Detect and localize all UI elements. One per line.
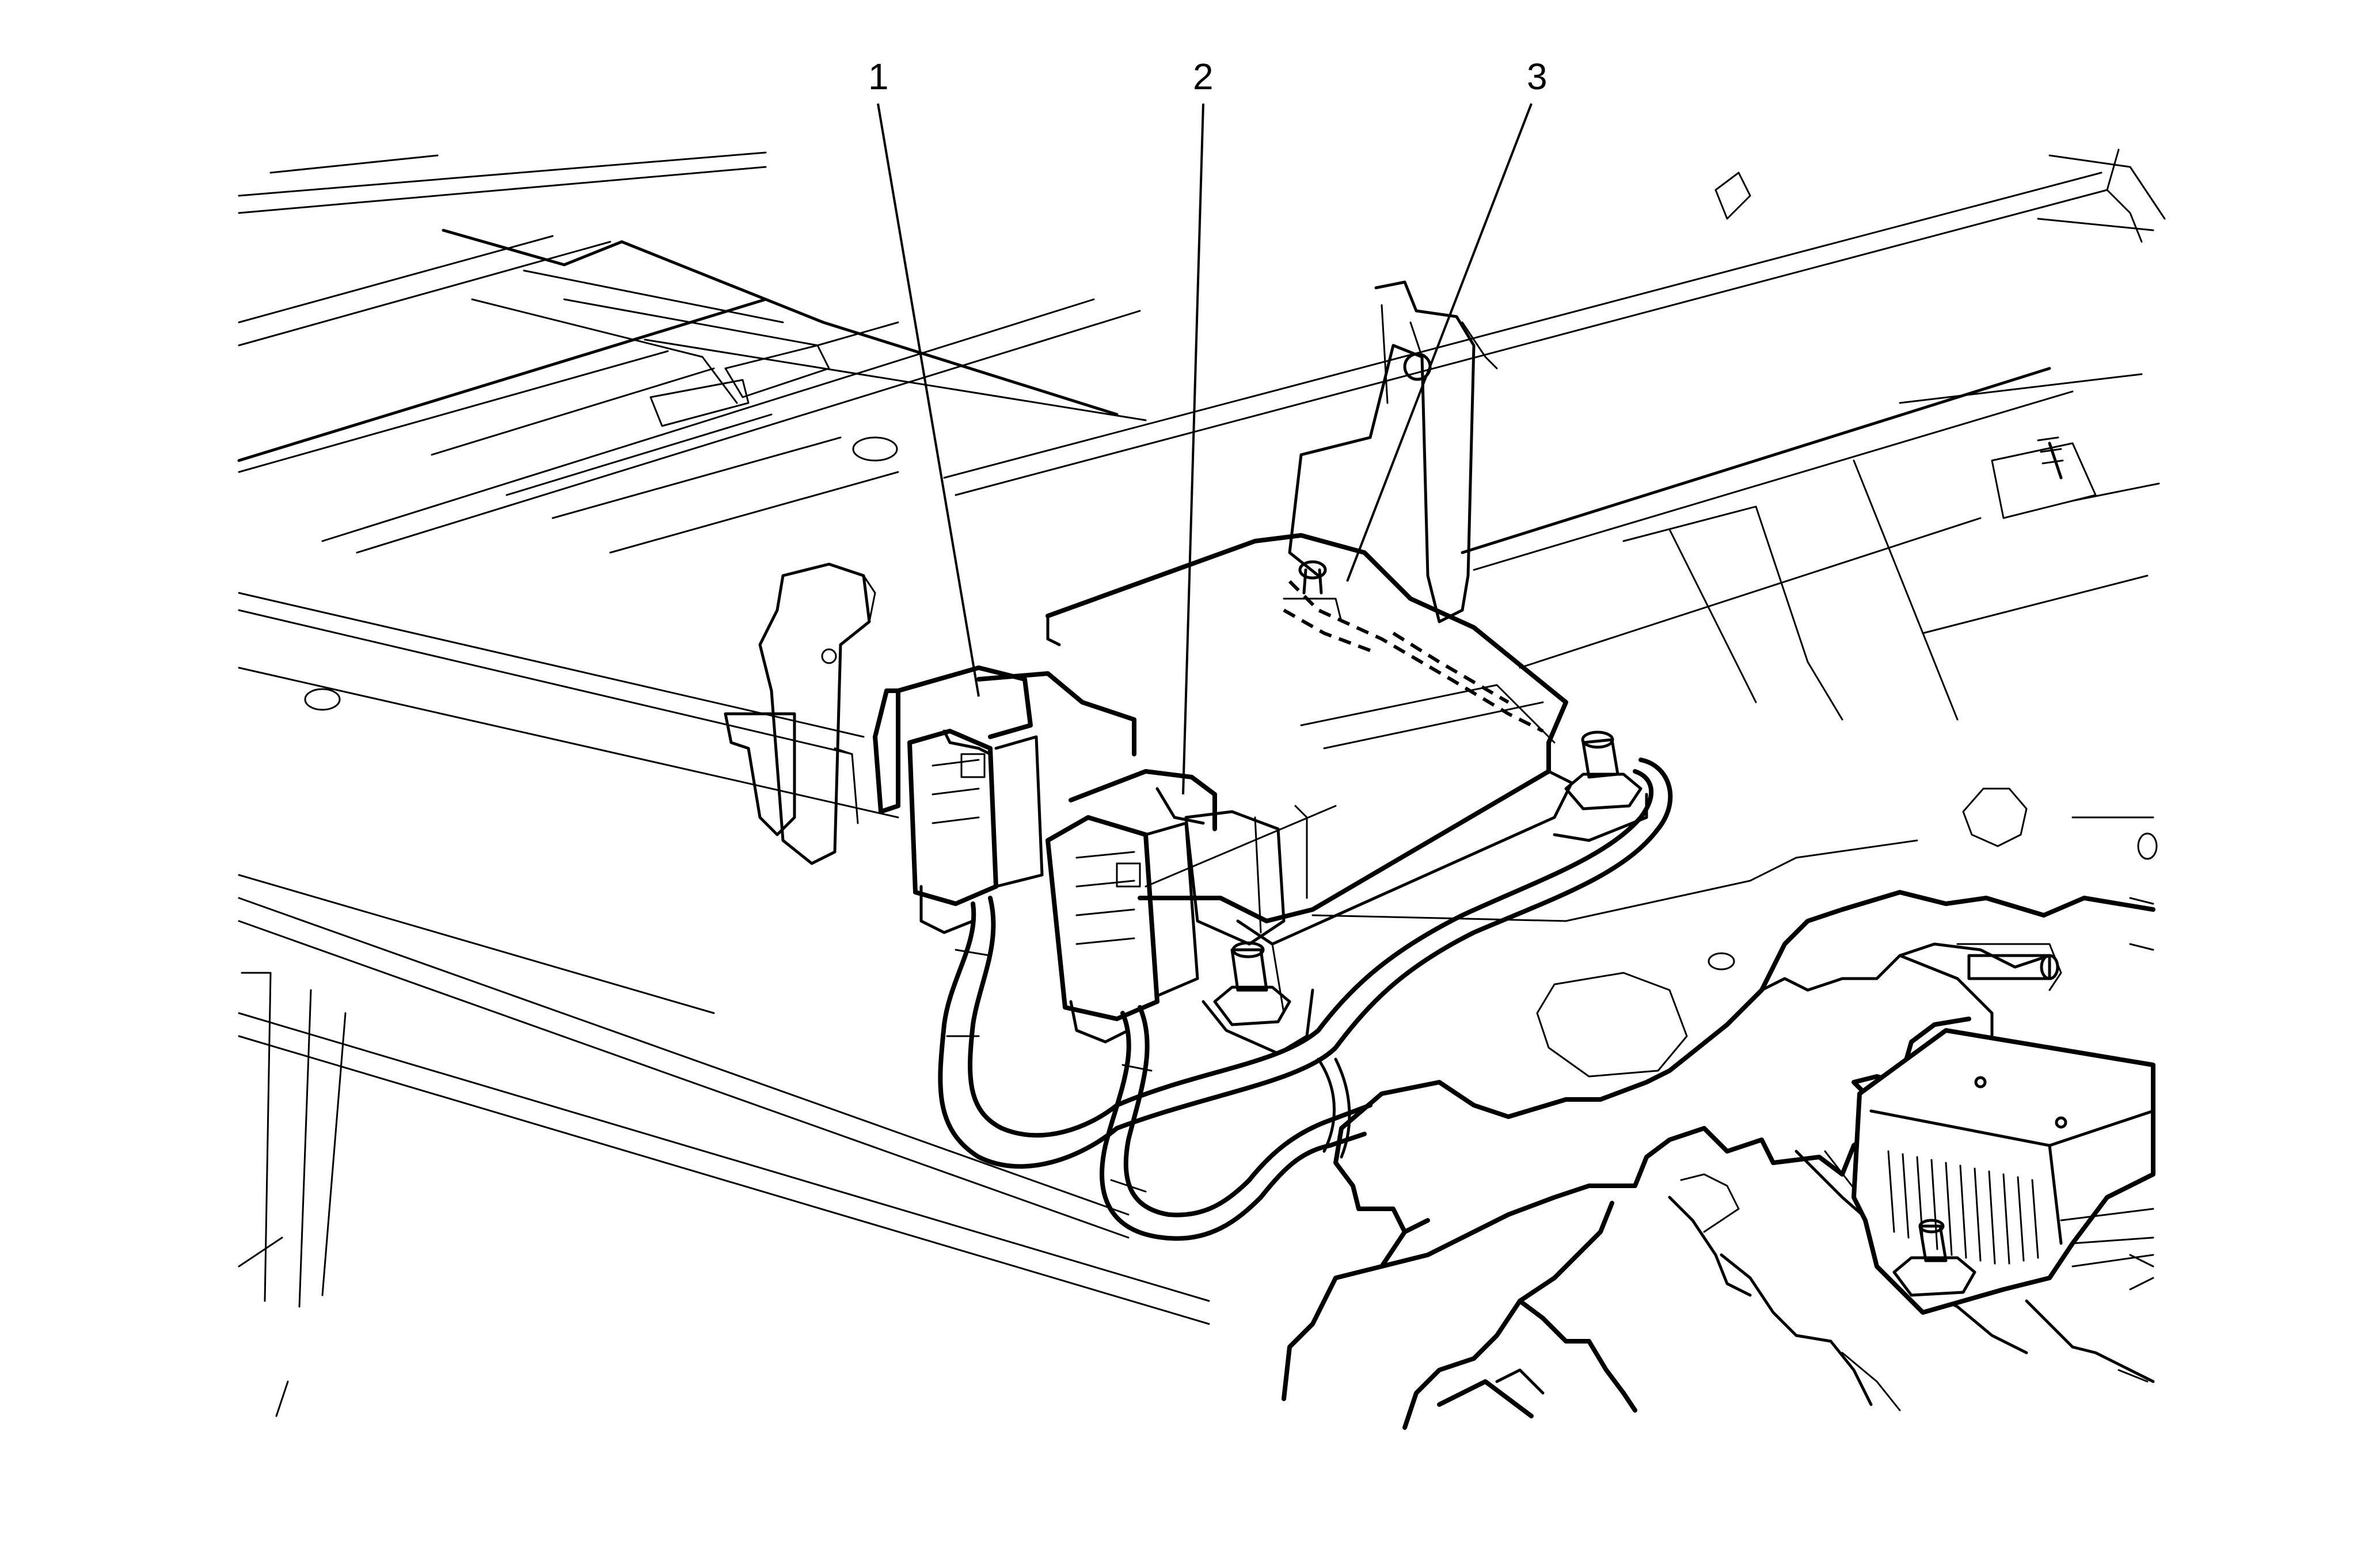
callouts: 1 2 3 [868,56,1548,795]
left-mounting-bracket [724,562,876,865]
callout-2-label: 2 [1193,56,1214,97]
callout-2: 2 [1182,56,1214,795]
callout-1-leader [877,103,980,697]
floor-panel [237,149,2166,1417]
connector-2 [1045,769,1217,1044]
sensing-diagnostic-module [1045,533,1648,1055]
wiring-harness [938,758,1673,1241]
callout-3-leader [1346,103,1533,582]
callout-2-leader [1182,103,1204,795]
connector-1 [873,665,1136,934]
callout-3: 3 [1346,56,1548,582]
callout-3-label: 3 [1527,56,1548,97]
callout-1: 1 [868,56,980,697]
side-impact-sensor [1851,1028,2155,1315]
callout-1-label: 1 [868,56,889,97]
